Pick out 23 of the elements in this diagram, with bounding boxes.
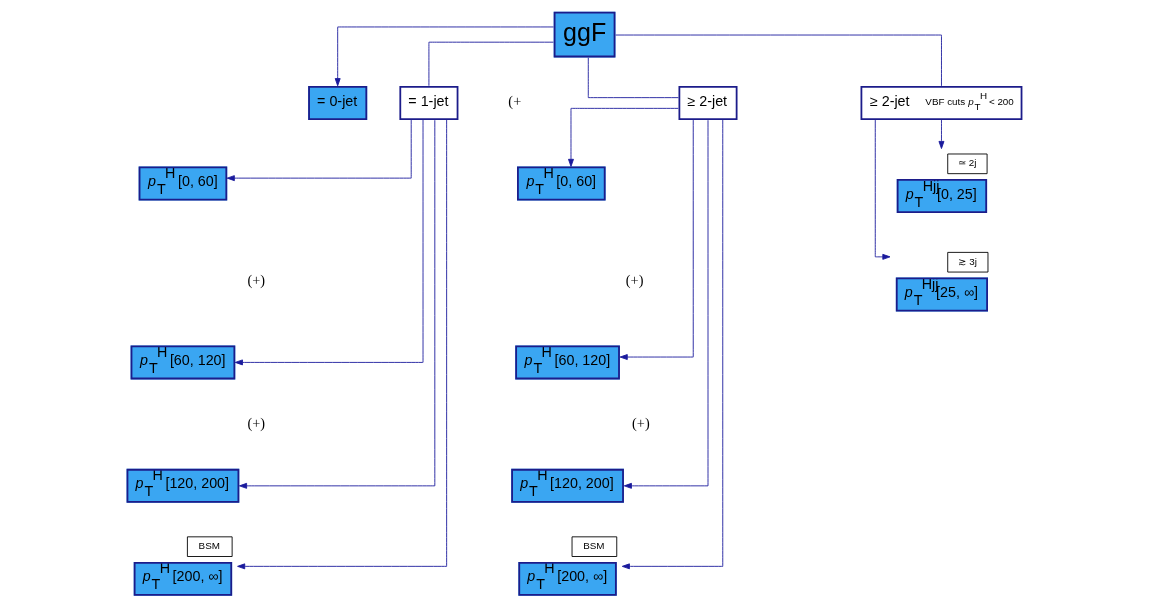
node-label: BSM [583,540,605,552]
arrow [621,119,724,570]
arrow [938,119,945,149]
label: (+) [632,414,650,431]
arrow [226,119,412,182]
arrow [334,26,554,87]
arrow [619,119,694,360]
node-label: ≳ 3j [958,255,977,267]
arrow [237,119,448,570]
connector [428,41,554,87]
arrow [568,107,679,167]
arrow [874,119,891,260]
node-label: BSM [198,540,220,552]
connector [587,57,679,99]
label: (+ [508,93,522,110]
label: (+) [247,414,266,431]
label: (+) [625,272,644,289]
node-label: ≃ 2j [958,157,977,169]
arrow [623,119,709,489]
arrow [234,119,424,366]
label: (+) [247,272,266,289]
connector [615,34,942,87]
arrow [239,119,436,489]
